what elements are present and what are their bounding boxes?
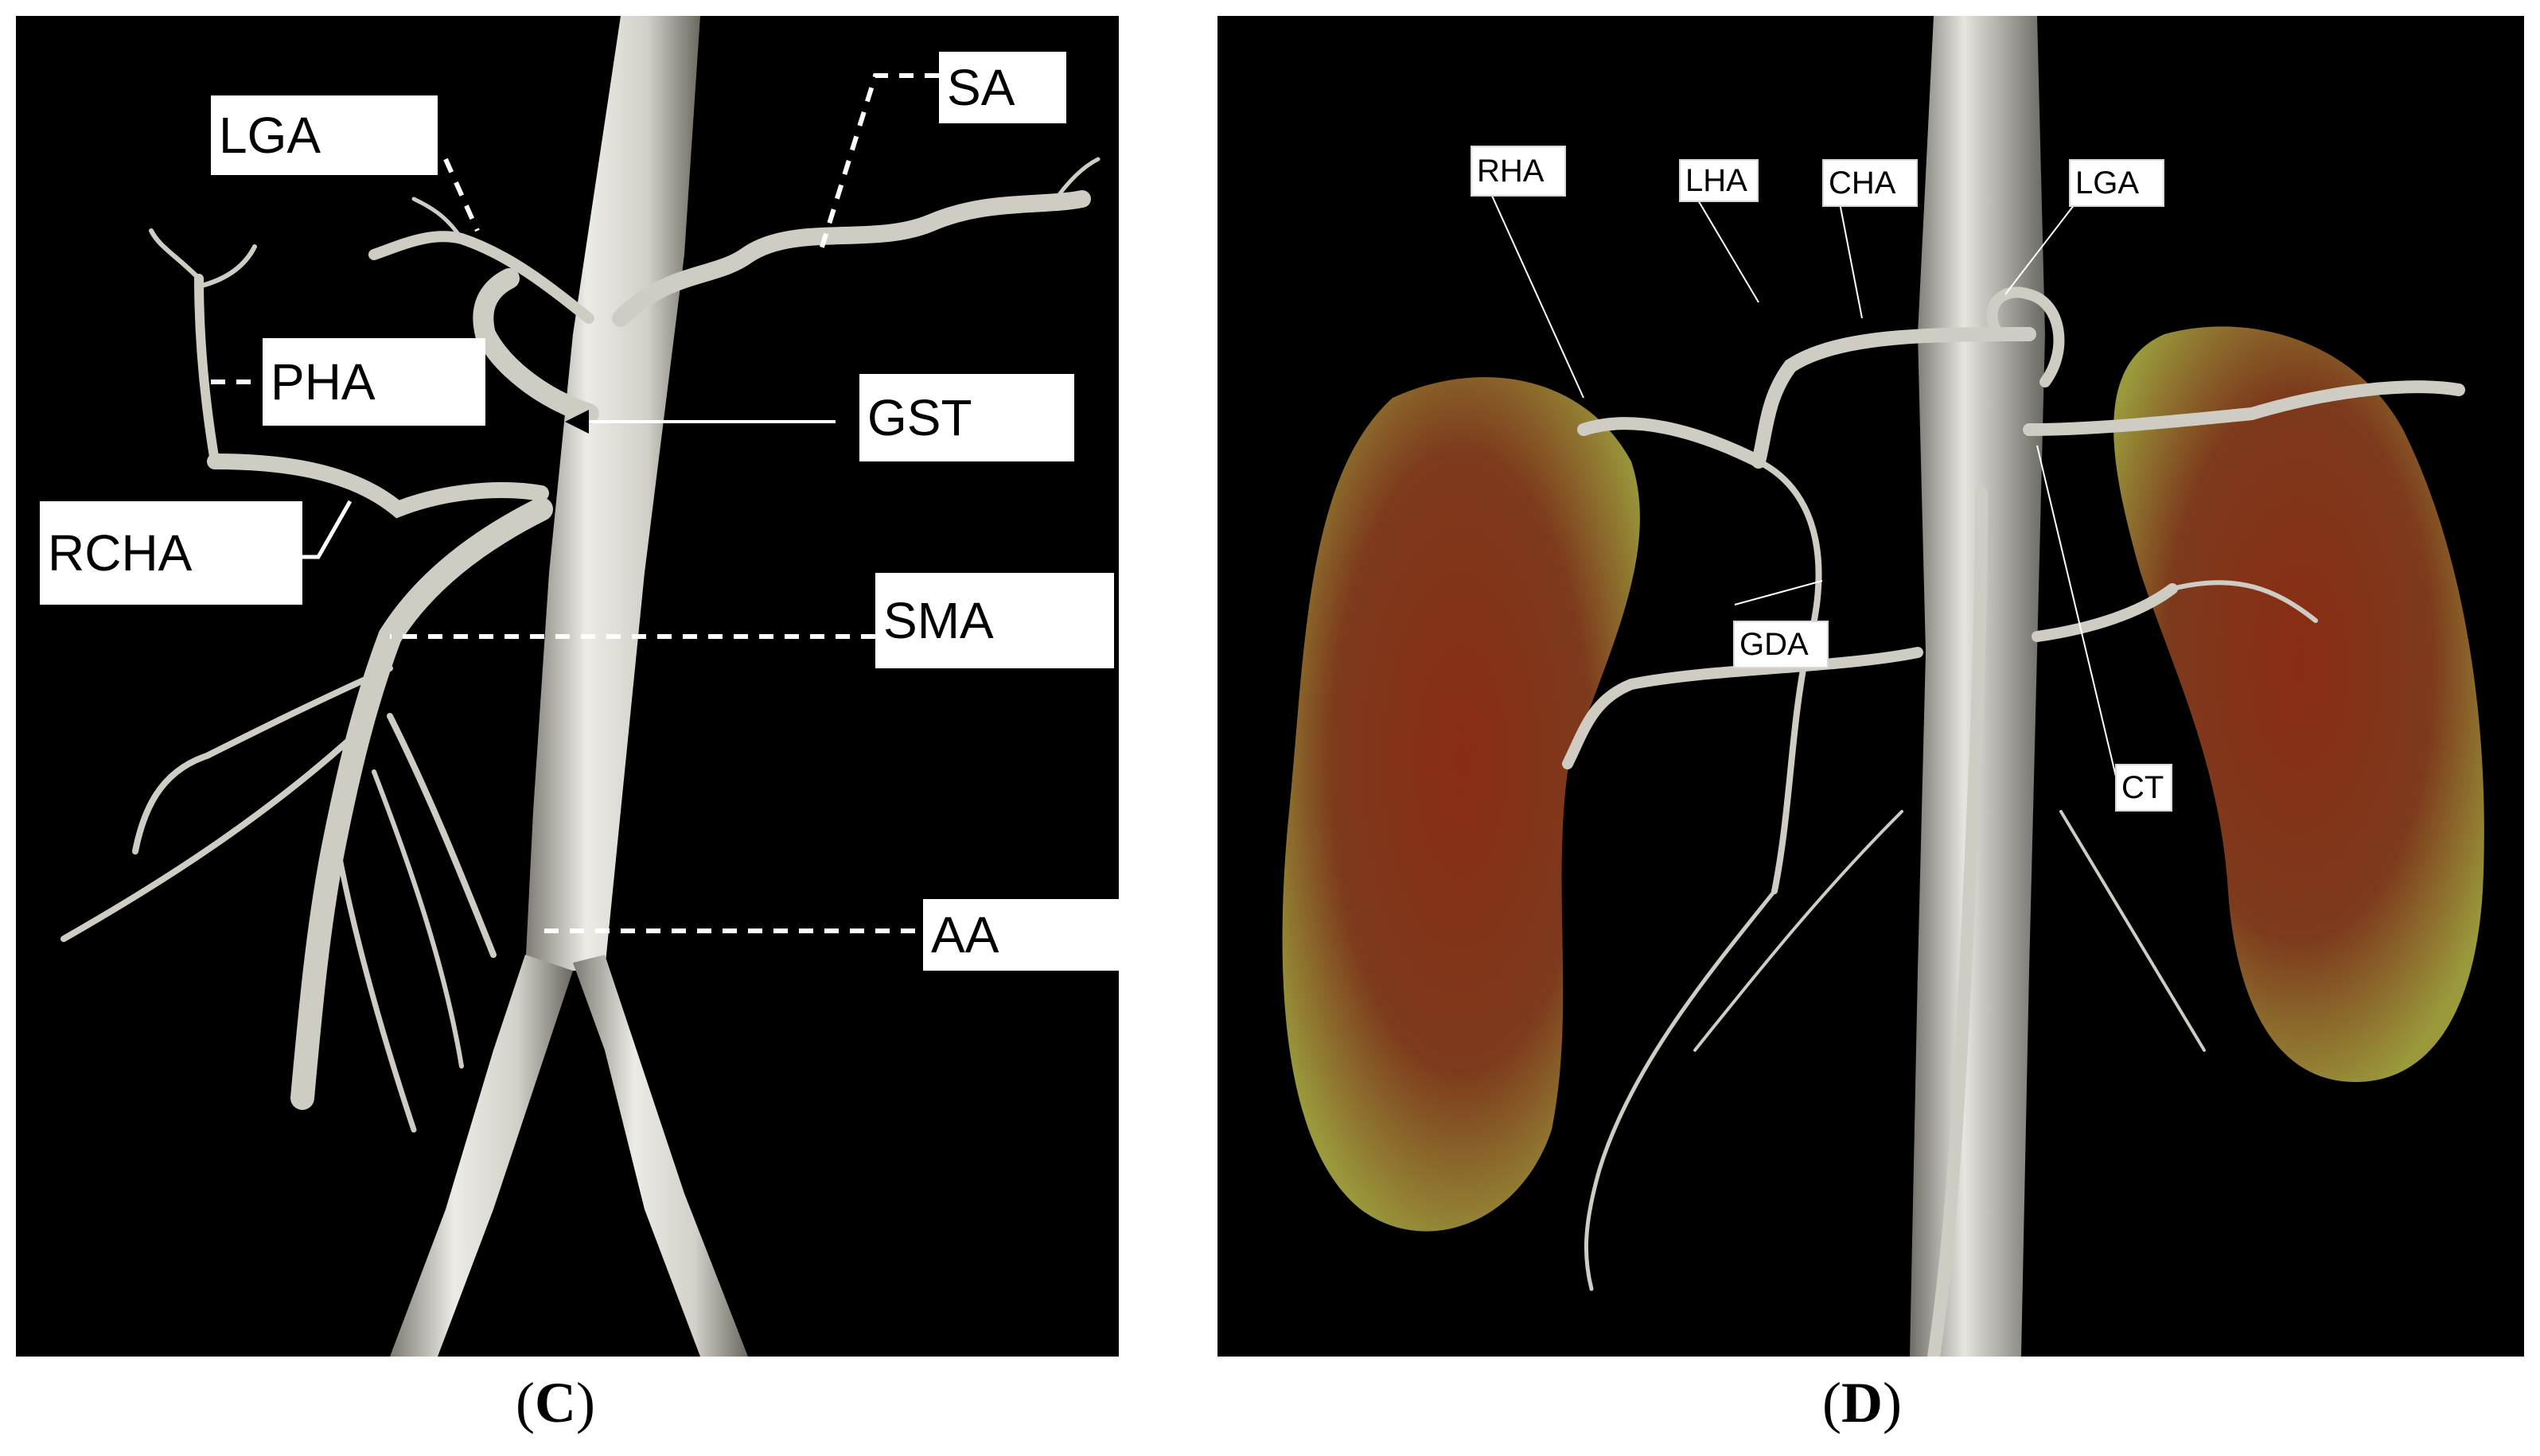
label-text: SMA xyxy=(883,592,994,649)
label-text: LGA xyxy=(2075,165,2140,200)
splenic-twig-1 xyxy=(1048,157,1101,209)
splenic-artery xyxy=(612,190,1091,327)
label-text: RCHA xyxy=(48,524,193,582)
label-text: RHA xyxy=(1477,153,1545,189)
label-text: GDA xyxy=(1739,626,1809,662)
label-gst: GST xyxy=(859,374,1074,461)
caption-paren-open: ( xyxy=(516,1371,535,1435)
right-hepatic-branch xyxy=(207,454,549,519)
label-ct: CT xyxy=(2115,764,2172,812)
label-cha: CHA xyxy=(1822,159,1918,207)
proper-hepatic-artery xyxy=(194,274,220,466)
caption-letter: D xyxy=(1841,1371,1883,1435)
label-text: PHA xyxy=(271,353,376,411)
hepatic-twig-2 xyxy=(197,244,257,289)
left-kidney xyxy=(2113,326,2484,1082)
label-text: AA xyxy=(931,906,999,964)
left-gastric-artery xyxy=(368,231,594,324)
sma-branch-5 xyxy=(372,769,464,1069)
panel-c-leader-lines xyxy=(207,73,939,933)
sma-branch-3 xyxy=(387,713,497,958)
label-lga-d: LGA xyxy=(2069,159,2164,207)
leader-ct xyxy=(2036,445,2117,781)
right-iliac-artery xyxy=(573,955,748,1357)
left-gastric-loop xyxy=(1986,286,2065,387)
right-hepatic-artery xyxy=(1577,417,1765,468)
mesenteric-vessel xyxy=(1927,487,1988,1357)
fine-vessel-2 xyxy=(1693,810,1903,1052)
splenic-artery xyxy=(2023,380,2465,436)
renal-artery-left xyxy=(2032,583,2178,642)
caption-paren-close: ) xyxy=(1882,1371,1902,1435)
label-text: LGA xyxy=(219,107,321,164)
label-aa: AA xyxy=(923,899,1119,971)
aorta xyxy=(525,16,700,971)
left-iliac-artery xyxy=(390,955,573,1357)
sma-branch-1 xyxy=(132,665,393,855)
label-text: CHA xyxy=(1829,165,1896,200)
label-sa: SA xyxy=(939,52,1066,123)
fine-vessel-3 xyxy=(2059,810,2206,1052)
leader-rha xyxy=(1487,186,1584,399)
gastric-twig-1 xyxy=(411,197,464,241)
label-lha: LHA xyxy=(1679,159,1759,202)
leader-rcha xyxy=(294,500,353,559)
caption-paren-open: ( xyxy=(1822,1371,1841,1435)
label-text: LHA xyxy=(1685,162,1747,198)
gastric-trunk xyxy=(473,268,599,424)
leader-gst-arrow xyxy=(565,410,589,434)
hepatic-twig-1 xyxy=(149,228,201,281)
renal-artery-right xyxy=(1562,647,1923,769)
leader-lga xyxy=(2004,190,2086,295)
label-rha: RHA xyxy=(1471,146,1566,197)
label-sma: SMA xyxy=(875,573,1114,668)
superior-mesenteric-artery xyxy=(290,497,553,1110)
label-pha: PHA xyxy=(263,338,485,426)
caption-c: (C) xyxy=(516,1370,595,1436)
leader-lga xyxy=(443,158,480,232)
gastroduodenal-artery xyxy=(1755,458,1822,894)
panel-d-leader-lines xyxy=(1487,186,2117,781)
label-gda: GDA xyxy=(1733,621,1829,668)
label-text: GST xyxy=(867,389,972,446)
label-text: SA xyxy=(947,59,1015,116)
panel-d-image: RHA LHA CHA LGA GDA CT xyxy=(1217,16,2524,1357)
common-hepatic-artery xyxy=(1751,327,2036,469)
label-text: CT xyxy=(2121,769,2164,805)
leader-sa xyxy=(817,73,939,255)
label-lga: LGA xyxy=(211,95,438,175)
sma-branch-2 xyxy=(60,729,361,942)
right-kidney xyxy=(1282,377,1640,1232)
caption-d: (D) xyxy=(1822,1370,1902,1436)
fine-vessel-1 xyxy=(1584,889,1777,1291)
sma-branch-4 xyxy=(331,824,417,1133)
leader-lha xyxy=(1694,194,1759,303)
panel-c-image: LGA SA PHA GST RCHA SMA AA xyxy=(16,16,1119,1357)
leader-cha xyxy=(1837,194,1863,319)
caption-letter: C xyxy=(534,1371,576,1435)
panel-c-angiogram xyxy=(60,16,1101,1357)
panel-d-angiogram xyxy=(1282,16,2484,1357)
fine-vessel-4 xyxy=(2170,580,2318,623)
leader-gda xyxy=(1734,580,1823,605)
caption-paren-close: ) xyxy=(575,1371,595,1435)
label-rcha: RCHA xyxy=(40,501,302,605)
